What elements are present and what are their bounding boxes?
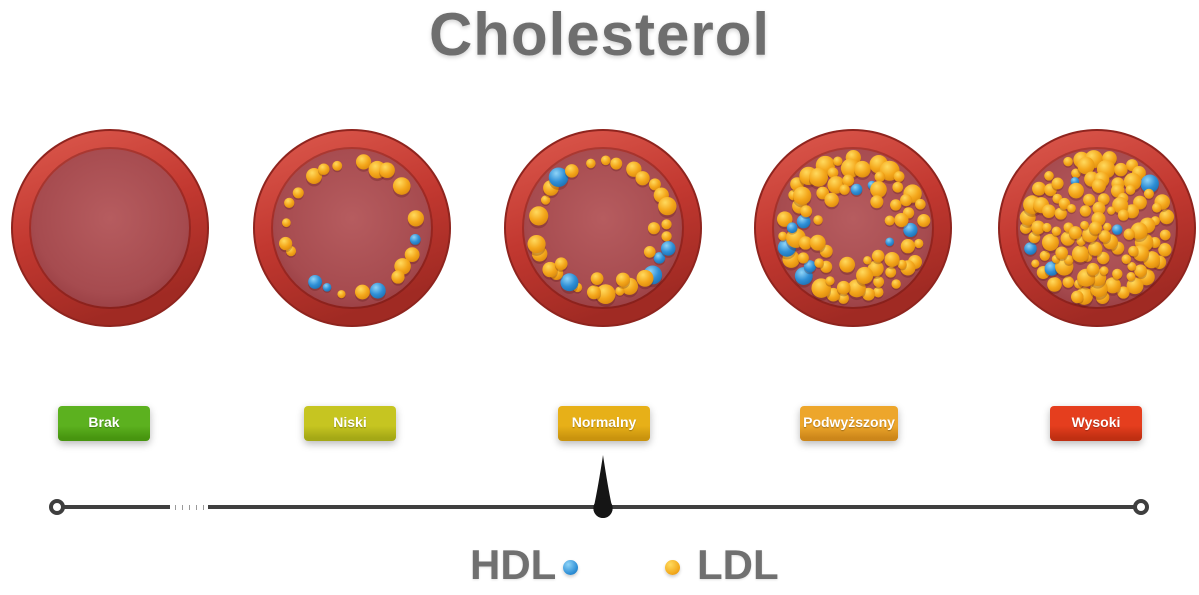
ldl-dot-icon [665, 560, 680, 575]
vessel-elevated [754, 129, 952, 327]
vessel-normal [504, 129, 702, 327]
scale-right-endpoint-icon [1133, 499, 1149, 515]
hdl-dot-icon [563, 560, 578, 575]
vessel-none [11, 129, 209, 327]
level-button-none[interactable]: Brak [58, 406, 150, 441]
legend-hdl-label: HDL [470, 541, 557, 588]
level-button-normal[interactable]: Normalny [558, 406, 650, 441]
scale-left-endpoint-icon [49, 499, 65, 515]
vessel-high [998, 129, 1196, 327]
level-button-high[interactable]: Wysoki [1050, 406, 1142, 441]
vessel-low [253, 129, 451, 327]
pointer-needle-icon[interactable] [588, 454, 618, 520]
level-button-elevated[interactable]: Podwyższony [800, 406, 898, 441]
legend-ldl-label: LDL [697, 541, 779, 588]
page-title: Cholesterol [428, 1, 771, 68]
watermark-marks [170, 502, 208, 512]
level-button-low[interactable]: Niski [304, 406, 396, 441]
